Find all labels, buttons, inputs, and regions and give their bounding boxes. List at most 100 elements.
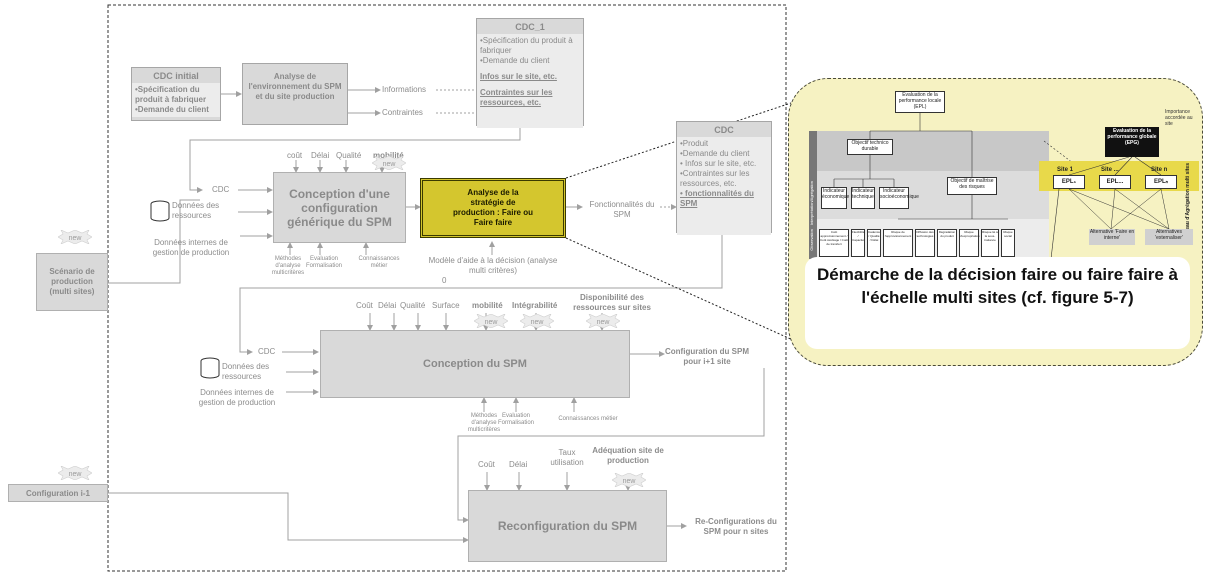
inset-epg-title: Evaluation de la performance globale (EP…: [1105, 127, 1159, 157]
inset-leaf: Cadence / Qualité / Délai: [867, 229, 881, 257]
analyse-strategie-box: Analyse de la stratégie de production : …: [420, 178, 566, 238]
cdc2-body: •Produit •Demande du client • Infos sur …: [677, 137, 771, 235]
scenario-box: Scénario de production (multi sites): [36, 253, 108, 311]
zoom-line-bottom: [565, 237, 805, 346]
inset-alt-interne: Alternative 'Faire en interne': [1089, 229, 1135, 245]
inset-siten: Site n: [1151, 167, 1168, 173]
criterion-delai-3: Délai: [509, 460, 528, 469]
donnees-internes-1: Données internes de gestion de productio…: [152, 238, 230, 257]
analyse-strategie-label: Analyse de la stratégie de production : …: [453, 188, 533, 227]
inset-epl-title: Evaluation de la performance locale (EPL…: [895, 91, 945, 113]
outer-frame: [107, 4, 787, 572]
inset-site1: Site 1: [1057, 167, 1074, 173]
donnees-ressources-2: Données des ressources: [222, 362, 270, 381]
cdc1-body: •Spécification du produit à fabriquer •D…: [477, 34, 583, 128]
database-icon: [150, 200, 170, 222]
criterion-mobilite: mobilité: [373, 151, 404, 160]
new-badge: new: [58, 466, 92, 480]
cdc-initial-box: CDC initial •Spécification du produit à …: [131, 67, 221, 121]
cdc-input-2: CDC: [258, 347, 276, 356]
svg-text:new: new: [531, 319, 545, 326]
inset-ind-socio: Indicateur socioéconomique: [879, 187, 919, 209]
criterion-delai-2: Délai: [378, 301, 397, 310]
new-badge: new: [520, 314, 554, 328]
inset-importance: Importance accordée au site: [1165, 109, 1193, 127]
fonctionnalites-label: Fonctionnalités du SPM: [589, 200, 655, 219]
criterion-disponibilite: Disponibilité des ressources sur sites: [573, 293, 651, 312]
inset-leaf: Risque de l'approvisionnement: [883, 229, 913, 257]
connaissances-label-1: Connaissances métier: [358, 256, 400, 269]
analyse-environnement-box: Analyse de l'environnement du SPM et du …: [242, 63, 348, 125]
criterion-qualite-2: Qualité: [400, 301, 426, 310]
svg-text:new: new: [597, 319, 611, 326]
inset-caption: Démarche de la décision faire ou faire f…: [805, 257, 1190, 349]
new-badge: new: [372, 156, 406, 170]
criterion-cout: coût: [287, 151, 303, 160]
svg-text:new: new: [623, 478, 637, 485]
cdc2-fonctionnalites: • fonctionnalités du SPM: [680, 189, 754, 208]
cdc2-item: •Produit: [680, 139, 709, 148]
donnees-ressources-1: Données des ressources: [172, 201, 220, 220]
zoom-line-top: [565, 99, 801, 179]
informations-label: Informations: [382, 85, 427, 94]
criterion-qualite: Qualité: [336, 151, 362, 160]
cdc2-item: •Demande du client: [680, 149, 750, 158]
inset-alt-externaliser: Alternatives 'externaliser': [1145, 229, 1193, 245]
cdc1-contraintes: Contraintes sur les ressources, etc.: [480, 88, 553, 107]
criterion-adequation: Adéquation site de production: [592, 446, 664, 465]
inset-site-dots: Site ...: [1101, 167, 1119, 173]
cdc-initial-title: CDC initial: [153, 71, 199, 81]
connaissances-label-2: Connaissances métier: [558, 416, 618, 422]
config-out-label: Configuration du SPM pour i+1 site: [665, 347, 749, 366]
inset-ind-eco: Indicateur économique: [821, 187, 849, 209]
svg-text:new: new: [69, 471, 83, 478]
modele-aide-label: Modèle d'aide à la décision (analyse mul…: [428, 256, 558, 275]
scenario-label: Scénario de production (multi sites): [49, 267, 95, 296]
conception-generique-label: Conception d'une configuration générique…: [287, 186, 392, 229]
cdc-initial-item: •Spécification du produit à fabriquer: [135, 85, 207, 104]
svg-text:new: new: [485, 319, 499, 326]
inset-leaf: Risque d'expropriation: [959, 229, 980, 257]
contraintes-label: Contraintes: [382, 108, 423, 117]
criterion-cout-2: Coût: [356, 301, 373, 310]
inset-side-strip: [809, 131, 817, 259]
inset-objectif-maitrise: Objectif de maîtrise des risques: [947, 177, 997, 195]
methodes-label-2: Méthodes d'analyse multicritères: [467, 413, 501, 433]
methodes-label-1: Méthodes d'analyse multicritères: [271, 256, 305, 276]
zero-label: 0: [442, 276, 447, 285]
evaluation-label-2: Evaluation Formalisation: [497, 413, 534, 426]
cdc1-item: •Spécification du produit à fabriquer: [480, 36, 573, 55]
cdc-input-1: CDC: [212, 185, 230, 194]
cdc-initial-body: •Spécification du produit à fabriquer •D…: [132, 83, 220, 117]
criterion-taux: Taux utilisation: [550, 448, 584, 467]
inset-leaf: Risque social: [1001, 229, 1015, 257]
inset-ind-tech: Indicateur technique: [851, 187, 875, 209]
cdc1-infos-site: Infos sur le site, etc.: [480, 72, 557, 81]
criterion-integrabilite: Intégrabilité: [512, 301, 558, 310]
cdc1-box: CDC_1 •Spécification du produit à fabriq…: [476, 18, 584, 128]
inset-objectif-durable: Objectif technico durable: [847, 139, 893, 155]
new-badge-text: new: [383, 161, 397, 168]
configuration-i1-label: Configuration i-1: [26, 488, 90, 498]
inset-leaf: Flexibilité / Capacité: [851, 229, 865, 257]
conception-spm-label: Conception du SPM: [423, 358, 527, 370]
inset-epl1: EPL₁: [1053, 175, 1085, 189]
new-badge: new: [586, 314, 620, 328]
cdc1-title: CDC_1: [515, 22, 545, 32]
database-icon: [200, 357, 220, 379]
inset-epl-dots: EPL...: [1099, 175, 1131, 189]
cdc2-box: CDC •Produit •Demande du client • Infos …: [676, 121, 772, 235]
inset-leaf: Risque lié à la sous-traitance: [981, 229, 999, 257]
evaluation-label-1: Evaluation Formalisation: [305, 256, 342, 269]
cdc2-item: •Contraintes sur les ressources, etc.: [680, 169, 750, 188]
donnees-internes-2: Données internes de gestion de productio…: [198, 388, 276, 407]
criterion-surface: Surface: [432, 301, 460, 310]
reconfig-out-label: Re-Configurations du SPM pour n sites: [695, 517, 777, 536]
inset-leaf: Dégradation du produit: [937, 229, 957, 257]
inset-tree-lines: [833, 113, 1095, 220]
reconfiguration-box: Reconfiguration du SPM: [468, 490, 667, 562]
new-badge: new: [612, 473, 646, 487]
new-badge: new: [58, 230, 92, 244]
configuration-i1-box: Configuration i-1: [8, 484, 108, 502]
inset-leaf: Diffusion des technologies: [915, 229, 935, 257]
